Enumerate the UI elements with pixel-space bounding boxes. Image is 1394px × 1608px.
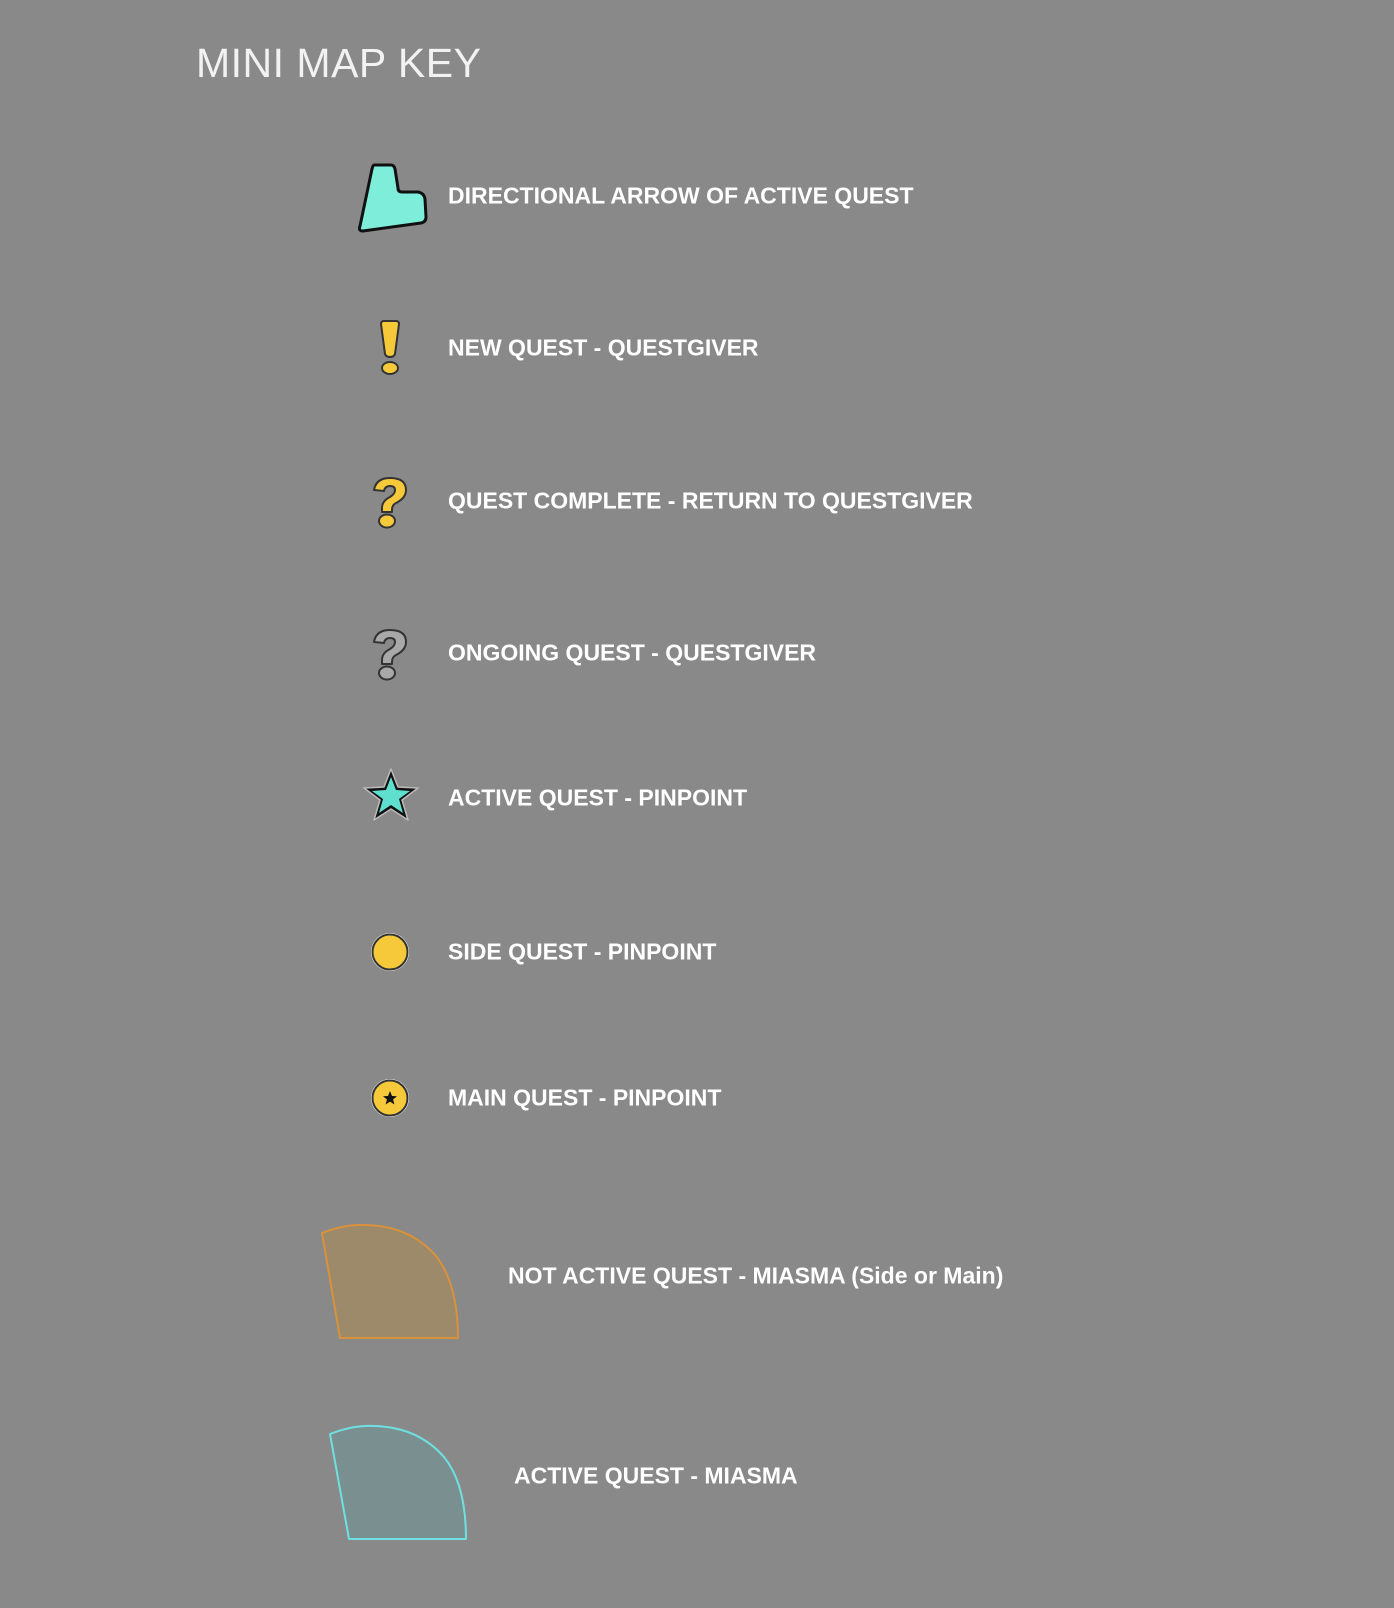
legend-label-new-quest: NEW QUEST - QUESTGIVER <box>448 334 759 361</box>
legend-label-active-miasma: ACTIVE QUEST - MIASMA <box>514 1462 798 1489</box>
legend-label-ongoing-quest: ONGOING QUEST - QUESTGIVER <box>448 639 817 666</box>
legend-label-side-quest: SIDE QUEST - PINPOINT <box>448 938 717 965</box>
legend-label-main-quest: MAIN QUEST - PINPOINT <box>448 1084 722 1111</box>
orange-miasma-icon <box>320 1223 462 1342</box>
legend-label-quest-complete: QUEST COMPLETE - RETURN TO QUESTGIVER <box>448 487 973 514</box>
question-mark-gold-icon <box>370 476 410 530</box>
legend-label-not-active-miasma: NOT ACTIVE QUEST - MIASMA (Side or Main) <box>508 1262 1004 1289</box>
directional-arrow-icon <box>357 162 430 233</box>
yellow-circle-icon <box>369 931 411 973</box>
question-mark-grey-icon <box>370 628 410 682</box>
star-icon <box>362 767 420 823</box>
legend-label-directional-arrow: DIRECTIONAL ARROW OF ACTIVE QUEST <box>448 182 914 209</box>
legend-label-active-pinpoint: ACTIVE QUEST - PINPOINT <box>448 784 748 811</box>
exclamation-icon <box>378 320 402 376</box>
circle-star-icon <box>369 1077 411 1119</box>
page-title: MINI MAP KEY <box>196 40 482 86</box>
cyan-miasma-icon <box>328 1424 470 1542</box>
